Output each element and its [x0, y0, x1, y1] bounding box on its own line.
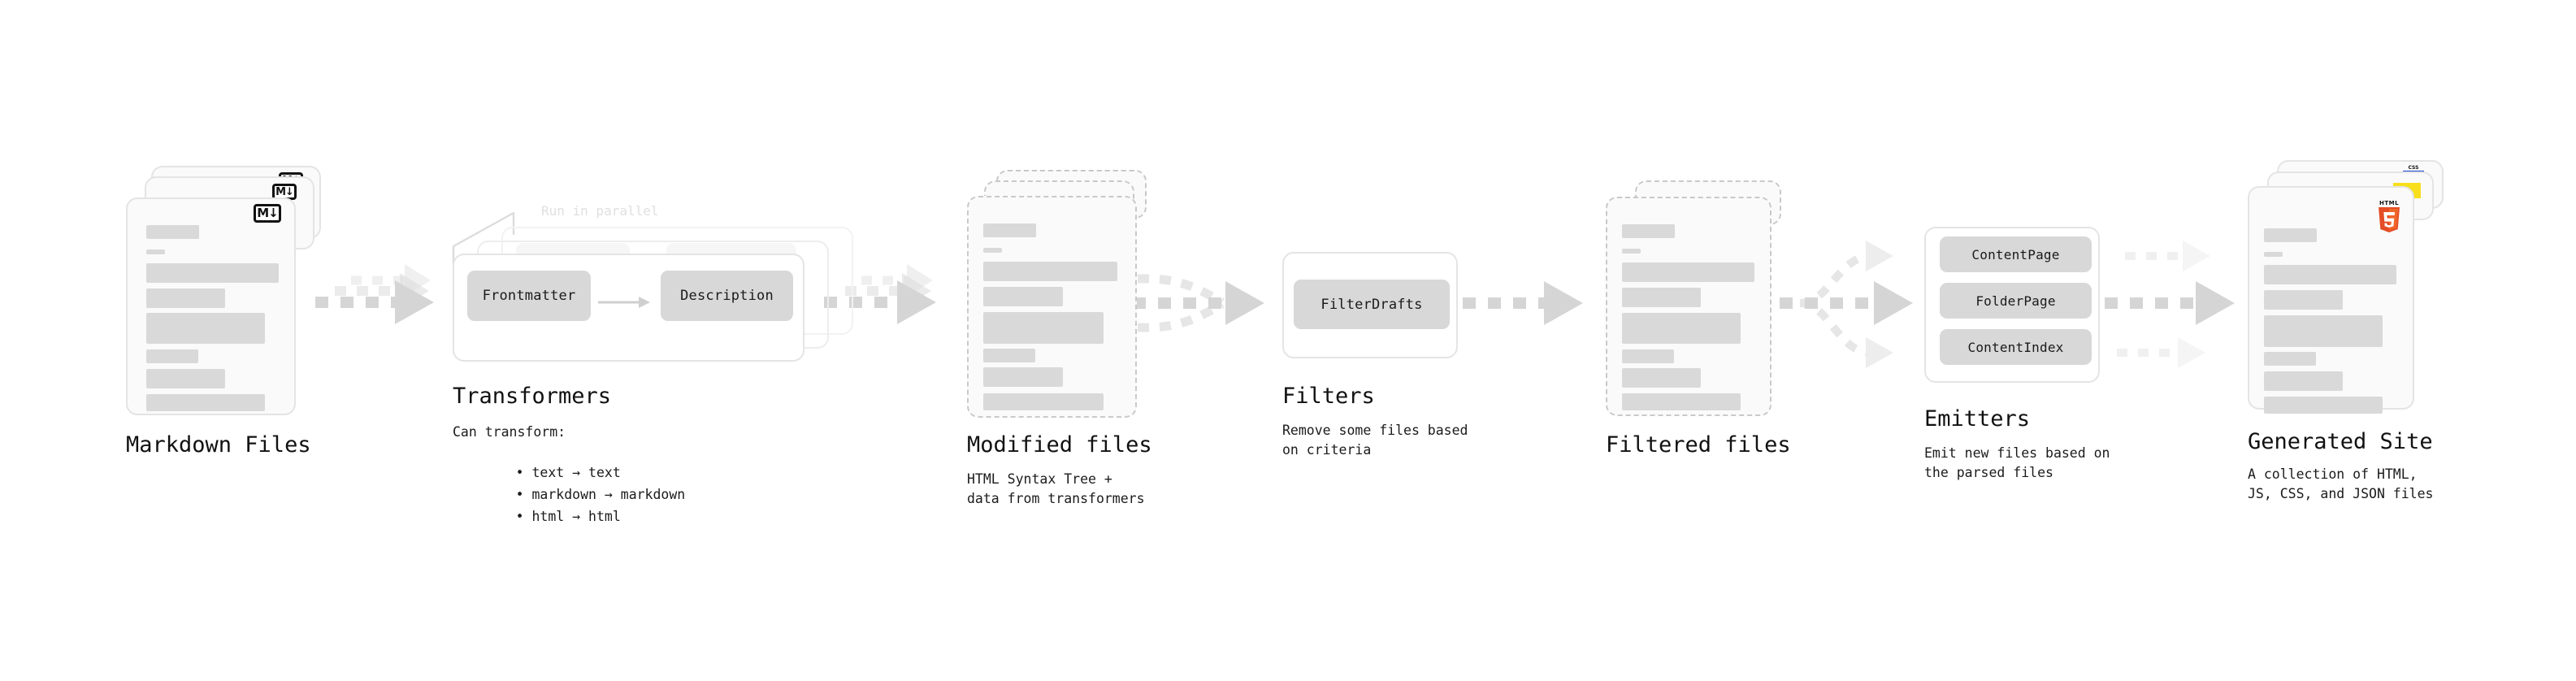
html5-badge-text: HTML	[2379, 200, 2400, 206]
content-bar	[1622, 313, 1741, 344]
stage-title-filtered-files: Filtered files	[1606, 432, 1791, 458]
content-bar	[2264, 315, 2383, 347]
content-bar	[1622, 288, 1701, 307]
content-bar	[983, 312, 1104, 344]
content-bar	[2264, 252, 2283, 257]
modified-files-description: HTML Syntax Tree + data from transformer…	[967, 471, 1145, 506]
css3-badge-text: CSS	[2408, 165, 2419, 171]
filters-description: Remove some files based on criteria	[1282, 423, 1468, 458]
transformer-chip-description[interactable]: Description	[661, 271, 793, 321]
content-bar	[1622, 249, 1641, 254]
content-bar	[1622, 262, 1754, 282]
content-bar	[983, 223, 1036, 237]
content-bar	[1622, 393, 1741, 410]
content-bar	[146, 394, 265, 411]
content-bar	[1622, 224, 1675, 238]
html5-shield	[2379, 207, 2400, 232]
stage-title-generated-site: Generated Site	[2248, 429, 2433, 454]
transformers-bullet-0: • text → text	[467, 444, 621, 502]
bullet-text: text → text	[531, 465, 621, 480]
content-bar	[983, 262, 1117, 281]
content-bar	[1622, 349, 1674, 363]
content-bar	[146, 288, 225, 308]
markdown-badge-front: M↓	[254, 204, 281, 223]
flow-modified-to-filters	[1133, 274, 1264, 332]
transformer-chip-frontmatter[interactable]: Frontmatter	[467, 271, 591, 321]
bullet-dot: •	[515, 465, 532, 480]
content-bar	[2264, 228, 2317, 242]
flow-filters-to-filtered	[1463, 281, 1583, 325]
stage-title-transformers: Transformers	[453, 384, 612, 409]
transformers-description: Can transform:	[453, 424, 566, 440]
flow-filtered-to-emitters	[1780, 241, 1913, 368]
filter-chip-filterdrafts[interactable]: FilterDrafts	[1294, 280, 1450, 329]
emitter-chip-folderpage[interactable]: FolderPage	[1940, 283, 2092, 319]
content-bar	[1622, 368, 1701, 388]
content-bar	[983, 349, 1035, 362]
bullet-text: html → html	[531, 509, 621, 524]
modified-card-front	[967, 196, 1137, 418]
transformer-connector-arrow	[598, 297, 650, 308]
generated-site-description: A collection of HTML, JS, CSS, and JSON …	[2248, 466, 2434, 501]
content-bar	[146, 313, 265, 344]
content-bar	[983, 287, 1063, 306]
stage-title-modified-files: Modified files	[967, 432, 1152, 458]
site-card-front	[2248, 186, 2414, 414]
content-bar	[983, 248, 1002, 253]
content-bar	[146, 369, 225, 388]
emitters-description: Emit new files based on the parsed files	[1924, 445, 2110, 480]
emitter-chip-contentpage[interactable]: ContentPage	[1940, 236, 2092, 272]
transformers-bullet-2: • html → html	[467, 488, 621, 546]
badge-text: M↓	[257, 206, 278, 220]
flow-emitters-to-site	[2105, 241, 2235, 368]
content-bar	[2264, 352, 2316, 366]
stage-generated-site: CSS HTML Generated Site A collection of …	[0, 0, 2444, 501]
filtered-card-front	[1606, 197, 1772, 416]
content-bar	[983, 367, 1063, 387]
content-bar	[146, 249, 165, 254]
html5-badge: HTML	[2375, 200, 2403, 232]
stage-title-markdown-files: Markdown Files	[126, 432, 311, 458]
stage-title-filters: Filters	[1282, 384, 1375, 409]
flow-markdown-to-transformers	[315, 264, 434, 324]
emitter-chip-contentindex[interactable]: ContentIndex	[1940, 329, 2092, 365]
content-bar	[2264, 290, 2343, 310]
bullet-dot: •	[515, 487, 532, 502]
content-bar	[146, 225, 199, 239]
content-bar	[983, 393, 1104, 410]
content-bar	[2264, 397, 2383, 414]
badge-text: M↓	[275, 185, 294, 198]
markdown-card-front	[126, 197, 296, 415]
content-bar	[2264, 371, 2343, 391]
stage-title-emitters: Emitters	[1924, 406, 2031, 432]
bullet-dot: •	[515, 509, 532, 524]
bullet-text: markdown → markdown	[531, 487, 686, 502]
run-in-parallel-label: Run in parallel	[541, 203, 659, 219]
content-bar	[2264, 265, 2396, 284]
content-bar	[146, 349, 198, 363]
content-bar	[146, 263, 279, 283]
run-in-parallel-bracket	[452, 211, 515, 267]
transformers-bullet-1: • markdown → markdown	[467, 466, 686, 524]
